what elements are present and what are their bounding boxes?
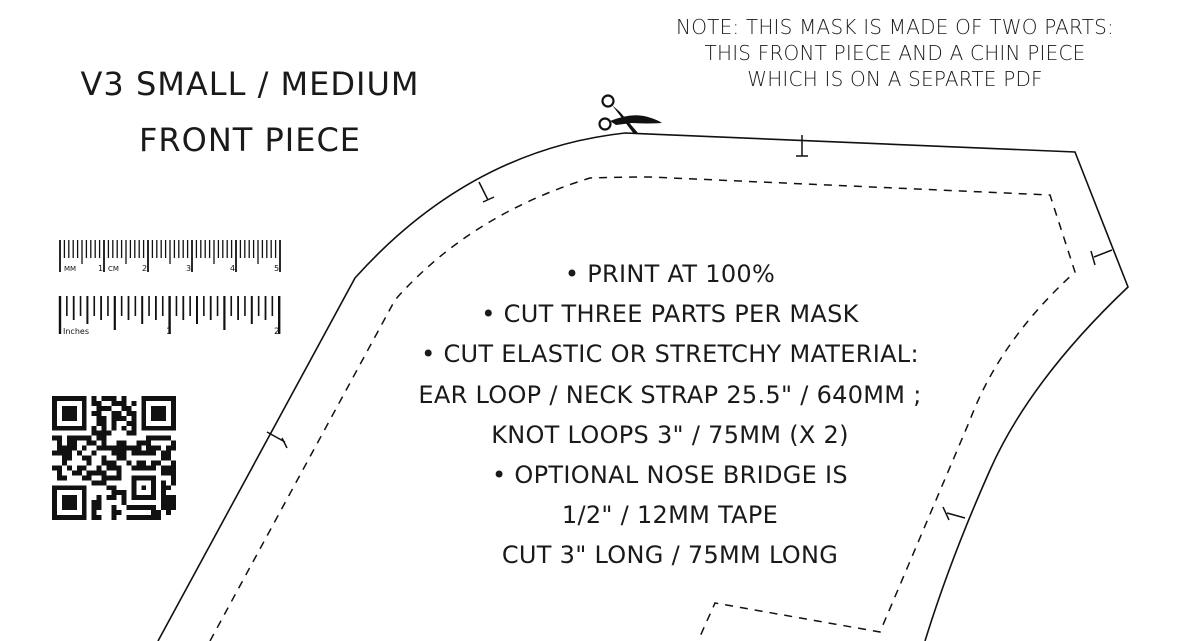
instruction-line: • OPTIONAL NOSE BRIDGE IS [492,461,848,490]
instruction-line: KNOT LOOPS 3" / 75MM (X 2) [491,420,849,449]
note-line: THIS FRONT PIECE AND A CHIN PIECE [704,41,1086,65]
note-line: WHICH IS ON A SEPARTE PDF [747,67,1043,91]
page-title: V3 SMALL / MEDIUM FRONT PIECE [30,56,470,168]
ruler-unit-cm: CM [108,265,119,273]
instructions: • PRINT AT 100% • CUT THREE PARTS PER MA… [360,254,980,576]
qr-code [52,396,176,520]
instruction-line: CUT 3" LONG / 75MM LONG [501,541,839,570]
note-line: NOTE: THIS MASK IS MADE OF TWO PARTS: [676,15,1114,39]
ruler-label: 2 [274,327,280,336]
title-line: FRONT PIECE [139,121,361,159]
ruler-cm: MM CM 1 2 3 4 5 [59,240,281,273]
instruction-line: • CUT THREE PARTS PER MASK [481,300,859,329]
instruction-line: • CUT ELASTIC OR STRETCHY MATERIAL: [421,340,919,369]
title-line: V3 SMALL / MEDIUM [80,65,420,103]
note-text: NOTE: THIS MASK IS MADE OF TWO PARTS: TH… [640,14,1150,92]
notch-marks [266,135,1113,521]
ruler-label: 4 [230,264,235,273]
instruction-line: EAR LOOP / NECK STRAP 25.5" / 640MM ; [418,380,922,409]
ruler-label: 3 [186,264,191,273]
instruction-line: • PRINT AT 100% [564,260,776,288]
scissors-icon [598,94,662,134]
ruler-inches: Inches 1 2 [58,296,281,336]
ruler-label: 1 [98,264,103,273]
seam-line [209,176,1076,641]
ruler-label: 2 [142,264,147,273]
cut-line [157,132,1129,641]
ruler-label: 5 [274,264,279,273]
ruler-unit-inches: Inches [63,327,89,336]
instruction-line: 1/2" / 12MM TAPE [561,501,779,530]
ruler-label: 1 [166,327,172,336]
ruler-unit-mm: MM [64,265,76,273]
